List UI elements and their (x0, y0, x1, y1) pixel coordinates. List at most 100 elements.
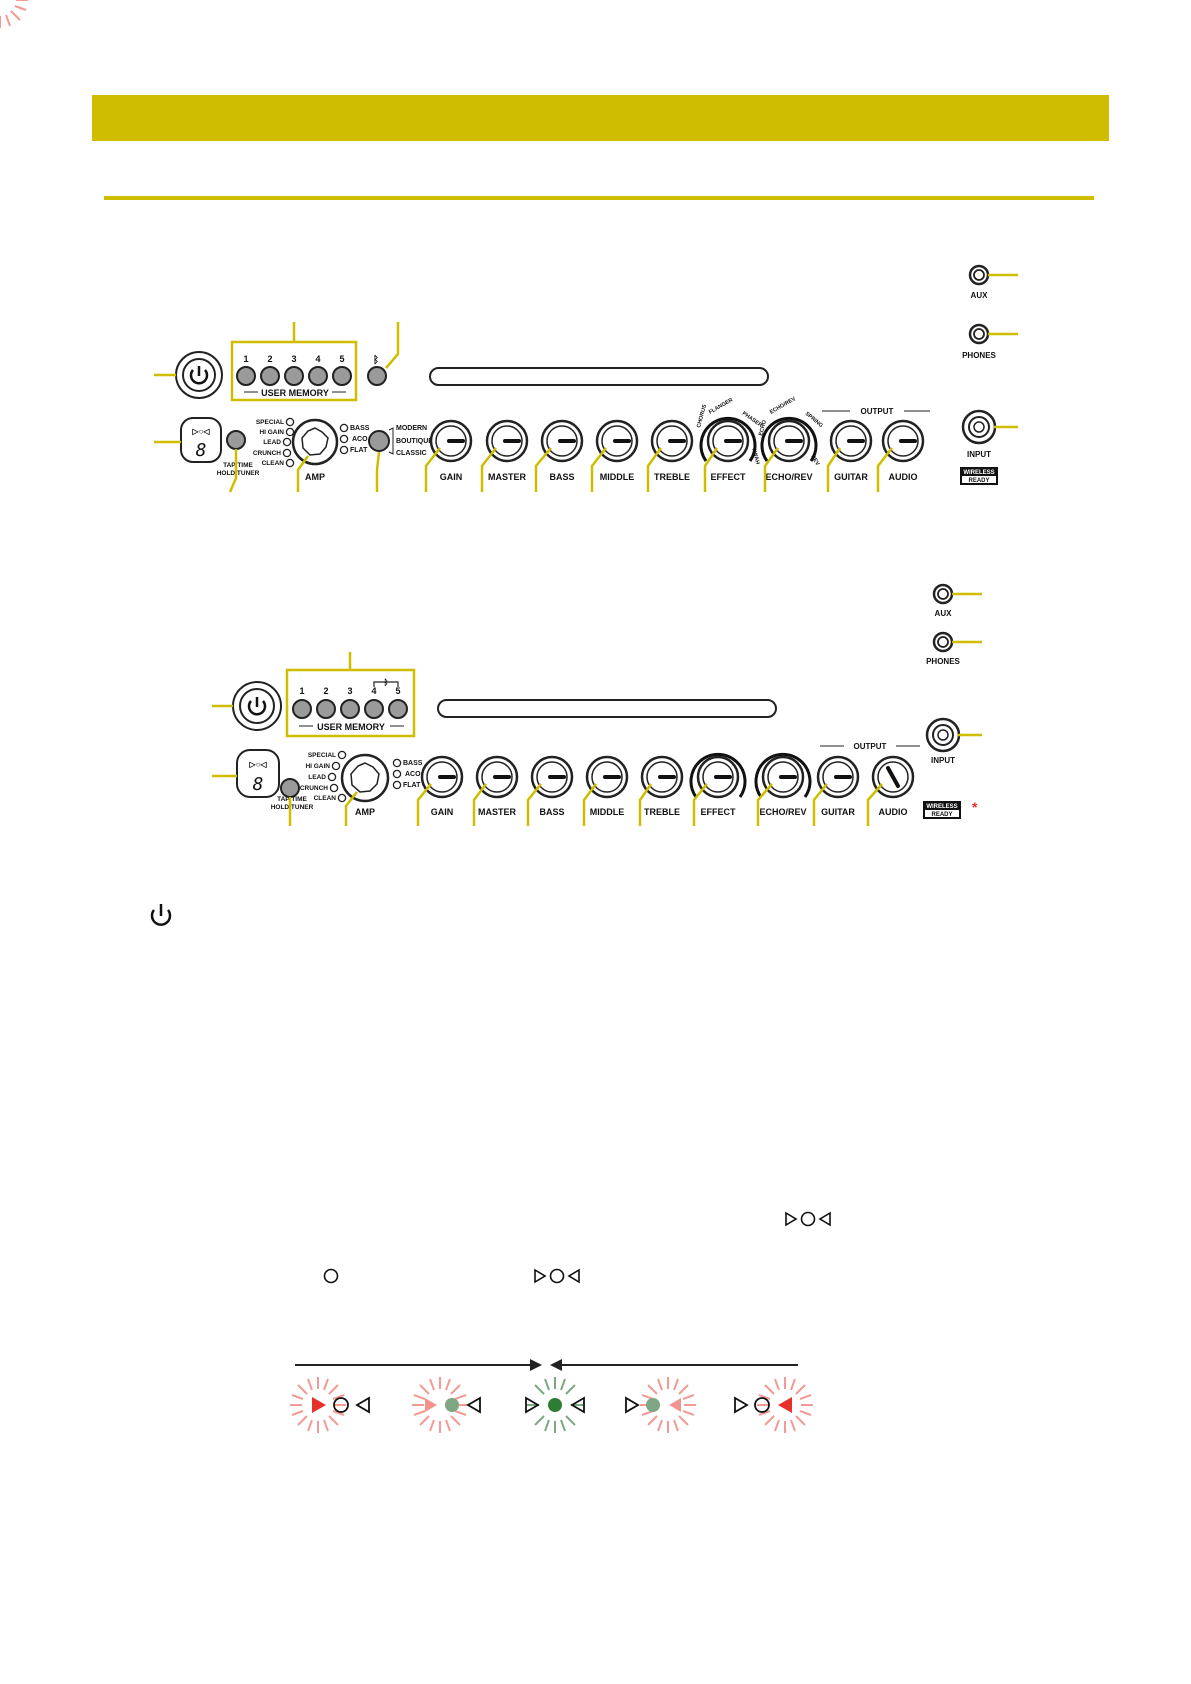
tuner-symbol-inline-1 (785, 1211, 831, 1227)
display-slot-b (437, 699, 777, 718)
knob-label-master-b: MASTER (478, 807, 517, 817)
amp-mode-b-lead: LEAD (308, 774, 326, 781)
aux-jack-a[interactable] (968, 264, 990, 286)
amp-mode-lead: LEAD (263, 439, 281, 446)
knob-middle-b[interactable] (585, 755, 629, 799)
knob-echorev-b[interactable] (754, 752, 812, 799)
knob-master-a[interactable] (485, 419, 529, 463)
knob-effect-a[interactable] (699, 416, 757, 463)
memory-b-1-button[interactable] (292, 699, 312, 719)
memory-b-1-label: 1 (299, 686, 304, 696)
bluetooth-button[interactable]: ᛒ (367, 354, 387, 386)
knob-middle-a[interactable] (595, 419, 639, 463)
power-icon (150, 904, 172, 926)
user-memory-a: 1 2 3 4 5 USER MEMORY (236, 354, 352, 398)
voice-boutique: BOUTIQUE (396, 438, 433, 445)
type-mode-flat: FLAT (350, 447, 368, 454)
memory-b-2-button[interactable] (316, 699, 336, 719)
knob-label-effect: EFFECT (711, 472, 747, 482)
memory-4-button[interactable] (308, 366, 328, 386)
knob-label-master: MASTER (488, 472, 527, 482)
memory-b-3-label: 3 (347, 686, 352, 696)
memory-5-button[interactable] (332, 366, 352, 386)
phones-jack-a[interactable] (968, 323, 990, 345)
voice-classic: CLASSIC (396, 450, 427, 457)
amp-mode-b-clean: CLEAN (314, 795, 337, 802)
knob-audio-a[interactable] (881, 419, 925, 463)
aux-label-a: AUX (971, 291, 989, 300)
effect-ring-chorus: CHORUS (696, 404, 708, 429)
tuner-indicator-b: ▷○◁ (248, 760, 267, 769)
tap-label-2-b: HOLD TUNER (271, 804, 314, 811)
user-memory-label-b: USER MEMORY (317, 722, 385, 732)
knob-label-gain: GAIN (440, 472, 463, 482)
knob-label-audio: AUDIO (889, 472, 918, 482)
type-mode-b-flat: FLAT (403, 782, 421, 789)
memory-2-button[interactable] (260, 366, 280, 386)
memory-3-button[interactable] (284, 366, 304, 386)
amp-knob-b[interactable] (340, 753, 390, 803)
memory-2-label: 2 (267, 354, 272, 364)
amp-mode-b-higain: HI GAIN (305, 763, 330, 770)
section-divider (104, 196, 1094, 200)
knob-label-amp-b: AMP (355, 807, 375, 817)
memory-1-label: 1 (243, 354, 248, 364)
power-button-b[interactable] (232, 681, 282, 731)
knob-bass-a[interactable] (540, 419, 584, 463)
tap-tuner-button-b[interactable] (280, 778, 300, 798)
knob-effect-b[interactable] (689, 752, 747, 799)
knob-guitar-a[interactable] (829, 419, 873, 463)
output-label-b: OUTPUT (854, 742, 887, 751)
knob-master-b[interactable] (475, 755, 519, 799)
tuner-display (180, 417, 222, 463)
memory-b-3-button[interactable] (340, 699, 360, 719)
tuner-frame-5 (734, 1376, 814, 1434)
knob-bass-b[interactable] (530, 755, 574, 799)
knob-echorev-a[interactable] (760, 416, 818, 463)
effect-ring-flanger: FLANGER (708, 397, 734, 416)
memory-b-4-button[interactable] (364, 699, 384, 719)
memory-b-4-label: 4 (371, 686, 376, 696)
power-button[interactable] (175, 351, 223, 399)
echo-ring-echorev: ECHO/REV (769, 396, 797, 416)
knob-treble-a[interactable] (650, 419, 694, 463)
tuner-circle-inline (323, 1268, 339, 1284)
amp-knob-a[interactable] (291, 418, 339, 466)
tuner-symbol-inline-2 (534, 1268, 580, 1284)
input-jack-a[interactable] (961, 409, 997, 445)
input-label-a: INPUT (967, 450, 991, 459)
aux-jack-b[interactable] (932, 583, 954, 605)
tap-tuner-button[interactable] (226, 430, 246, 450)
tuner-indicator: ▷○◁ (191, 427, 210, 436)
memory-1-button[interactable] (236, 366, 256, 386)
effect-ring-twah: T.WAH (750, 447, 760, 465)
amp-mode-crunch: CRUNCH (253, 450, 281, 457)
knob-label-gain-b: GAIN (431, 807, 454, 817)
input-jack-b[interactable] (925, 717, 961, 753)
phones-jack-b[interactable] (932, 631, 954, 653)
knob-gain-a[interactable] (429, 419, 473, 463)
voice-modern: MODERN (396, 425, 427, 432)
amp-mode-special: SPECIAL (256, 419, 284, 426)
knob-treble-b[interactable] (640, 755, 684, 799)
output-label-a: OUTPUT (861, 407, 894, 416)
knob-gain-b[interactable] (420, 755, 464, 799)
knob-label-echorev-b: ECHO/REV (759, 807, 806, 817)
voice-button[interactable] (368, 430, 390, 452)
wireless-label-b: WIRELESS (926, 804, 957, 810)
bluetooth-icon-b: ᛒ (384, 678, 389, 687)
tuner-frame-4 (625, 1376, 697, 1434)
knob-label-middle: MIDDLE (600, 472, 635, 482)
amp-mode-list-a: SPECIAL HI GAIN LEAD CRUNCH CLEAN (253, 417, 295, 468)
bluetooth-icon: ᛒ (373, 354, 379, 366)
display-slot (429, 367, 769, 386)
knob-audio-b[interactable] (871, 755, 915, 799)
knob-guitar-b[interactable] (816, 755, 860, 799)
echo-ring-echo: ECHO (758, 419, 768, 437)
knob-label-amp: AMP (305, 472, 325, 482)
memory-b-5-button[interactable] (388, 699, 408, 719)
tap-label-1: TAP TIME (223, 462, 253, 469)
aux-label-b: AUX (935, 609, 953, 618)
knob-label-bass: BASS (549, 472, 574, 482)
